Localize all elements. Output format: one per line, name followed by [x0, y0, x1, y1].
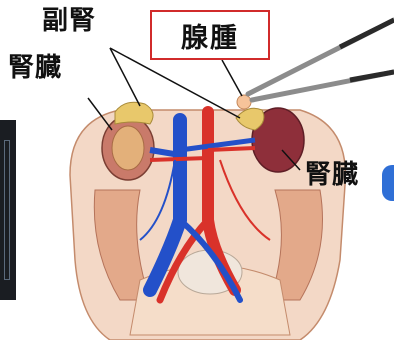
label-kidney-left: 腎臓 — [8, 55, 62, 81]
label-kidney-right: 腎臓 — [305, 162, 359, 188]
right-renal-artery — [208, 148, 255, 150]
adenoma — [237, 95, 251, 109]
leader-tumor — [222, 60, 242, 96]
label-tumor: 腺腫 — [181, 16, 239, 55]
left-kidney-cortex — [112, 126, 144, 170]
left-renal-artery — [150, 158, 208, 160]
tumor-label-box: 腺腫 — [150, 10, 270, 60]
left-adrenal — [115, 102, 153, 124]
side-blue-badge — [382, 165, 394, 201]
label-adrenal: 副腎 — [42, 8, 96, 34]
